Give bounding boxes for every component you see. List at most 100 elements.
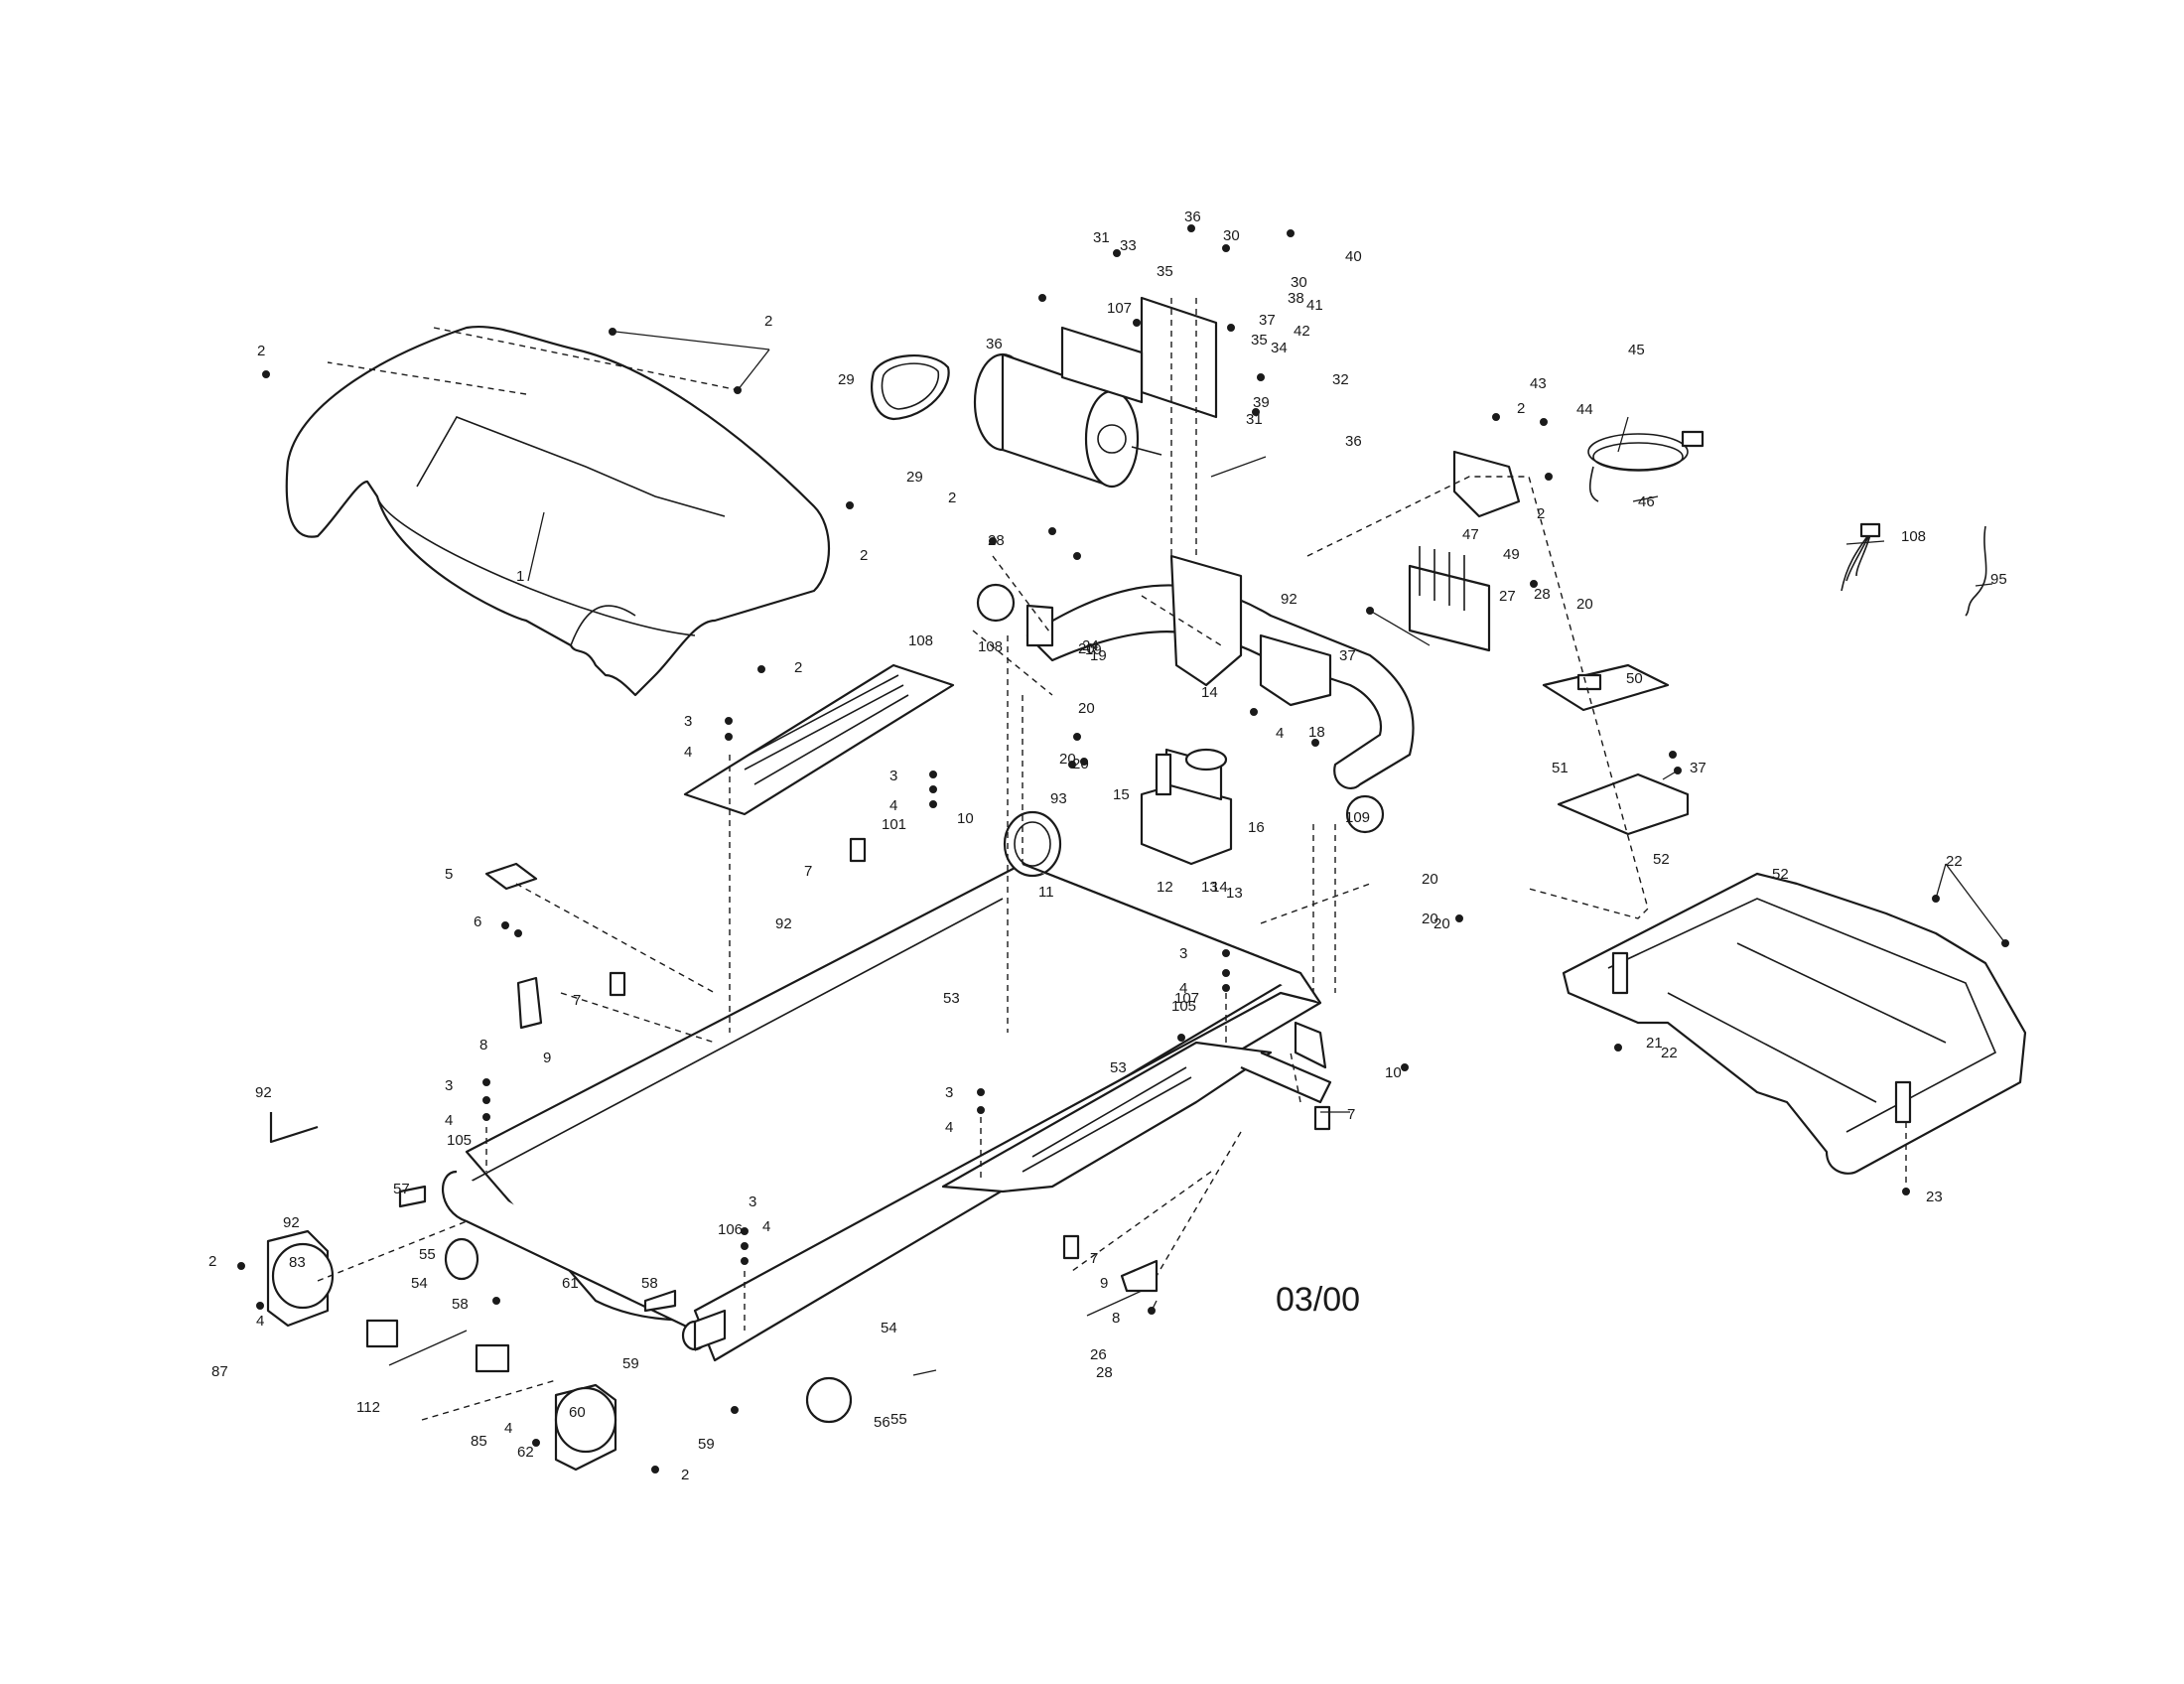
callout: 101 (882, 816, 906, 833)
callout: 9 (543, 1050, 551, 1066)
allen-wrench-part (269, 1112, 319, 1144)
callout: 106 (718, 1221, 743, 1238)
ground-wire-part (1965, 525, 1987, 617)
callout: 20 (1576, 596, 1593, 613)
callout: 95 (1990, 571, 2007, 588)
heat-sink-part (1408, 546, 1491, 652)
callout: 20 (1078, 640, 1095, 657)
callout: 42 (1294, 323, 1310, 340)
callout: 20 (1078, 700, 1095, 717)
callout: 57 (393, 1181, 410, 1197)
callout: 19 (1085, 641, 1102, 658)
side-rail-part (941, 1041, 1273, 1193)
callout: 109 (1345, 809, 1370, 826)
callout: 53 (1110, 1059, 1127, 1076)
callout: 8 (1112, 1310, 1120, 1327)
callout: 29 (906, 469, 923, 486)
callout: 4 (889, 797, 897, 814)
callout: 7 (804, 863, 812, 880)
callout: 9 (1100, 1275, 1108, 1292)
callout: 105 (1171, 998, 1196, 1015)
callout: 50 (1626, 670, 1643, 687)
callout: 60 (569, 1404, 586, 1421)
motor-bracket-part (1452, 450, 1521, 518)
callout: 22 (1946, 853, 1963, 870)
callout: 16 (1248, 819, 1265, 836)
callout: 43 (1530, 375, 1547, 392)
callout: 2 (764, 313, 772, 330)
callout: 15 (1113, 786, 1130, 803)
callout: 92 (283, 1214, 300, 1231)
callout: 4 (256, 1313, 264, 1330)
callout: 26 (1090, 1346, 1107, 1363)
callout: 36 (986, 336, 1003, 352)
callout: 83 (289, 1254, 306, 1271)
callout: 32 (1332, 371, 1349, 388)
upright-frame-part (976, 554, 1415, 834)
wire-harness-part (1841, 522, 1881, 592)
callout: 39 (1253, 394, 1270, 411)
callout: 37 (1259, 312, 1276, 329)
callout: 3 (889, 768, 897, 784)
callout: 87 (211, 1363, 228, 1380)
callout: 107 (1174, 990, 1199, 1007)
callout: 31 (1246, 411, 1263, 428)
callout: 37 (1339, 647, 1356, 664)
callout: 108 (1901, 528, 1926, 545)
callout: 10 (957, 810, 974, 827)
callout: 5 (445, 866, 453, 883)
callout: 3 (684, 713, 692, 730)
callout: 93 (1050, 790, 1067, 807)
fastener-dots (237, 224, 2009, 1474)
callout: 28 (1534, 586, 1551, 603)
callout: 37 (1690, 760, 1706, 776)
callout: 62 (517, 1444, 534, 1461)
power-cord-part (1587, 430, 1705, 502)
board-bracket-part (1557, 772, 1690, 836)
callout: 92 (1281, 591, 1297, 608)
motor-mount-bracket-part (1060, 296, 1218, 419)
callout: 35 (1157, 263, 1173, 280)
callout: 33 (1120, 237, 1137, 254)
callout: 108 (978, 638, 1003, 655)
callout: 4 (445, 1112, 453, 1129)
callout: 20 (1072, 756, 1089, 772)
callout: 14 (1211, 879, 1228, 896)
drive-motor-part (973, 352, 1162, 489)
callout: 36 (1184, 209, 1201, 225)
callout: 54 (411, 1275, 428, 1292)
callout: 27 (1499, 588, 1516, 605)
callout: 85 (471, 1433, 487, 1450)
callout: 92 (255, 1084, 272, 1101)
callout: 20 (1422, 911, 1438, 927)
callout: 56 (874, 1414, 890, 1431)
callout: 23 (1926, 1189, 1943, 1205)
callout: 8 (479, 1037, 487, 1053)
callout: 4 (1276, 725, 1284, 742)
callout: 61 (562, 1275, 579, 1292)
rear-roller-part (681, 1309, 727, 1351)
callout: 53 (943, 990, 960, 1007)
callout: 31 (1093, 229, 1110, 246)
callout-labels: 1 2 2 2 2 2 2 2 2 2 3 3 3 3 3 3 4 4 4 4 … (208, 209, 2007, 1483)
callout: 52 (1772, 866, 1789, 883)
base-pan-part (1562, 872, 2027, 1175)
callout: 51 (1552, 760, 1569, 776)
callout: 92 (775, 915, 792, 932)
callout: 3 (945, 1084, 953, 1101)
callout: 19 (1090, 647, 1107, 664)
callout: 7 (1090, 1250, 1098, 1267)
callout: 4 (945, 1119, 953, 1136)
callout: 34 (1271, 340, 1288, 356)
controller-board-part (1542, 663, 1670, 712)
callout: 3 (749, 1193, 756, 1210)
callout: 2 (1537, 505, 1545, 522)
callout: 24 (1082, 637, 1099, 654)
callout: 35 (1251, 332, 1268, 349)
callout: 3 (1179, 945, 1187, 962)
leader-lines (388, 331, 2006, 1376)
callout: 40 (1345, 248, 1362, 265)
callout: 2 (257, 343, 265, 359)
callout: 18 (1308, 724, 1325, 741)
